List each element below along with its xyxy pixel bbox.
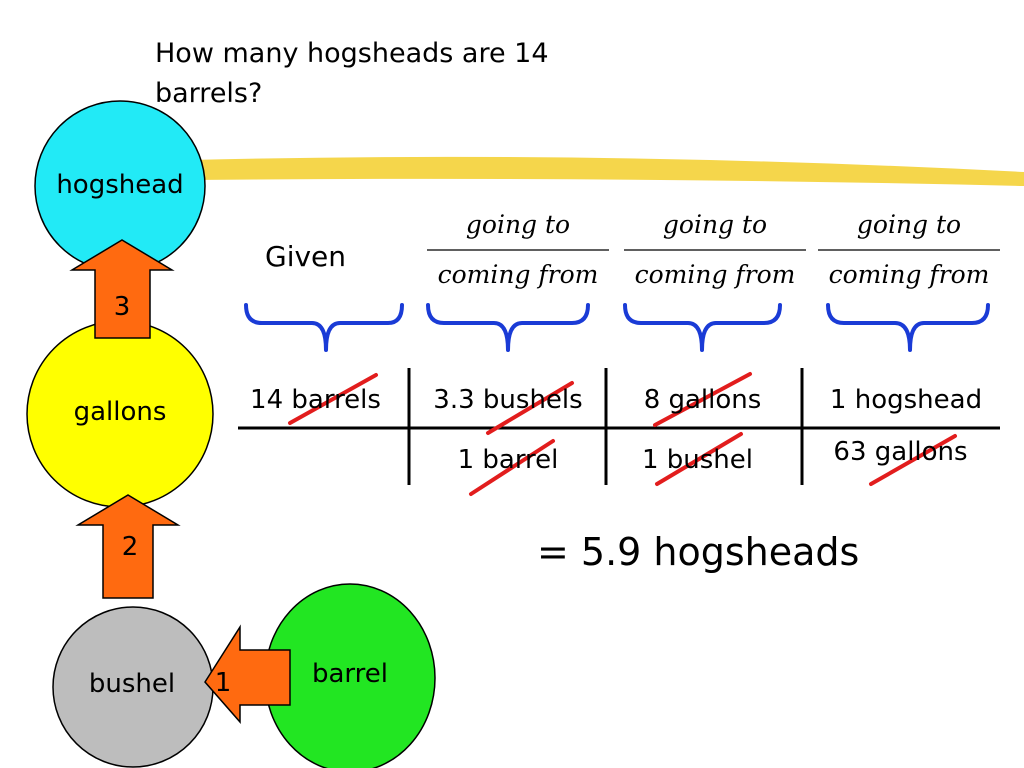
fraction-numerator: going to [465, 210, 571, 239]
highlight-stroke [190, 156, 1024, 186]
brace [426, 303, 590, 352]
table-cell: 14 barrels [250, 385, 381, 415]
arrow-up-icon [69, 239, 175, 339]
brace [244, 303, 404, 352]
hogshead-label: hogshead [56, 170, 184, 200]
table-cell: 1 bushel [641, 445, 754, 475]
fraction-denominator: coming from [634, 260, 796, 289]
barrel-label: barrel [311, 659, 388, 689]
step-number: 3 [113, 292, 131, 322]
brace [623, 303, 782, 352]
arrow-up-icon [75, 494, 181, 599]
step-number: 2 [121, 532, 139, 562]
fraction-denominator: coming from [828, 260, 990, 289]
cancel-stroke [288, 373, 378, 425]
answer-text: = 5.9 hogsheads [537, 530, 860, 574]
cancel-stroke [655, 432, 743, 486]
fraction-numerator: going to [662, 210, 768, 239]
arrow-left-icon [204, 624, 291, 724]
fraction-numerator: going to [856, 210, 962, 239]
bushel-label: bushel [88, 669, 176, 699]
brace [826, 303, 990, 352]
gallons-label: gallons [73, 397, 167, 427]
cancel-stroke [486, 381, 574, 435]
cancel-stroke [869, 434, 957, 486]
fraction-denominator: coming from [437, 260, 599, 289]
cancel-stroke [653, 372, 752, 427]
given-label: Given [265, 240, 347, 273]
table-cell: 1 barrel [457, 445, 559, 475]
table-cell: 3.3 bushels [433, 385, 583, 415]
table-cell: 8 gallons [643, 385, 762, 415]
question-text: How many hogsheads are 14 barrels? [155, 38, 549, 109]
table-cell: 1 hogshead [829, 385, 983, 415]
cancel-stroke [469, 439, 555, 496]
step-number: 1 [214, 668, 232, 698]
table-cell: 63 gallons [833, 437, 968, 467]
